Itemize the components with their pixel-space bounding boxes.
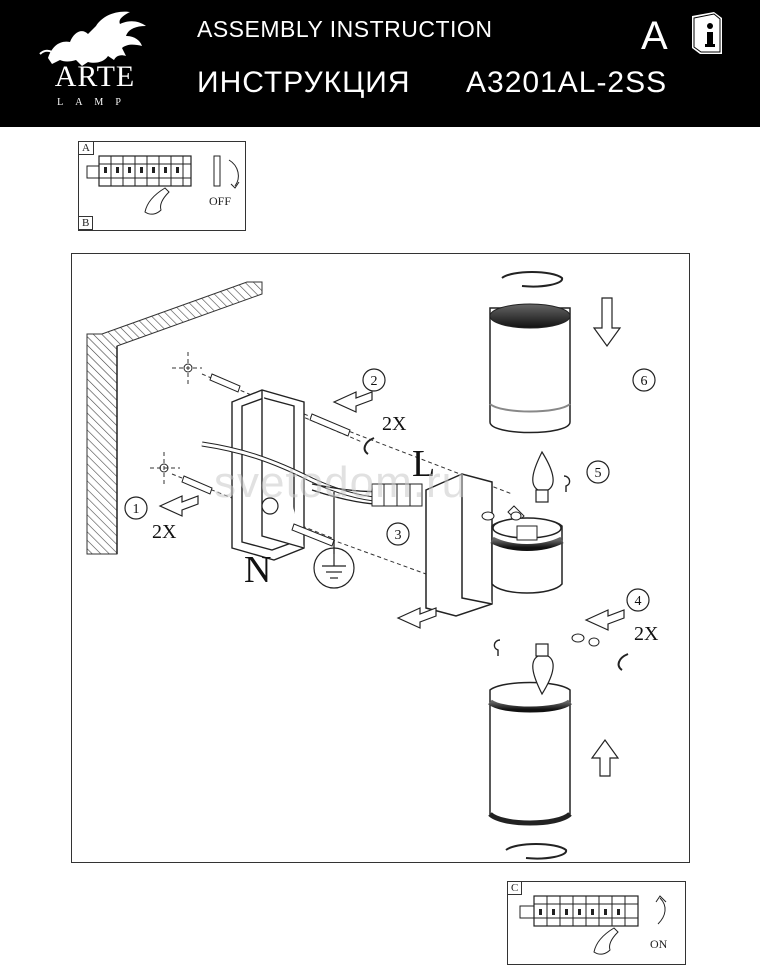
switch-on-text: ON	[650, 937, 668, 951]
brand-name: ARTE	[54, 60, 136, 93]
sheet-letter: A	[641, 14, 668, 58]
panel-label-c: C	[507, 881, 523, 895]
switch-off-text: OFF	[209, 194, 232, 208]
step-1: 1	[133, 502, 140, 517]
griffin-logo-icon	[39, 11, 146, 66]
title-russian: ИНСТРУКЦИЯ	[197, 66, 411, 99]
qty-2x-plugs: 2X	[152, 521, 177, 543]
qty-2x-nuts: 2X	[634, 623, 659, 645]
hand-icon	[593, 927, 619, 955]
hand-icon	[144, 187, 170, 215]
step-4: 4	[635, 594, 642, 609]
wire-label-l: L	[412, 443, 435, 485]
rotate-arrow-icon	[363, 271, 629, 860]
circuit-breaker-icon	[519, 895, 667, 955]
info-book-icon	[692, 12, 722, 54]
title-english: ASSEMBLY INSTRUCTION	[197, 16, 493, 42]
header-bar: ARTE LAMP ASSEMBLY INSTRUCTION ИНСТРУКЦИ…	[0, 0, 760, 127]
panel-breaker-off: A B OFF	[78, 141, 246, 231]
step-5: 5	[595, 466, 602, 481]
circuit-breaker-icon	[86, 155, 240, 215]
panel-label-a: A	[78, 141, 94, 155]
wire-label-n: N	[244, 549, 271, 591]
step-2: 2	[371, 374, 378, 389]
panel-label-b: B	[78, 216, 94, 230]
qty-2x-screws: 2X	[382, 413, 407, 435]
step-6: 6	[641, 374, 648, 389]
panel-breaker-on: C ON	[507, 881, 686, 965]
ground-icon	[313, 547, 355, 589]
brand-subtitle: LAMP	[57, 97, 133, 108]
watermark: svetodom.ru	[214, 458, 468, 507]
assembly-drawing: 2 1 3 4 5 6 2X 2X 2X L N	[86, 271, 659, 860]
step-3: 3	[395, 528, 402, 543]
model-number: A3201AL-2SS	[466, 66, 668, 99]
bulb-icon	[532, 450, 554, 696]
assembly-diagram: 2 1 3 4 5 6 2X 2X 2X L N svetodom.ru	[71, 253, 690, 863]
